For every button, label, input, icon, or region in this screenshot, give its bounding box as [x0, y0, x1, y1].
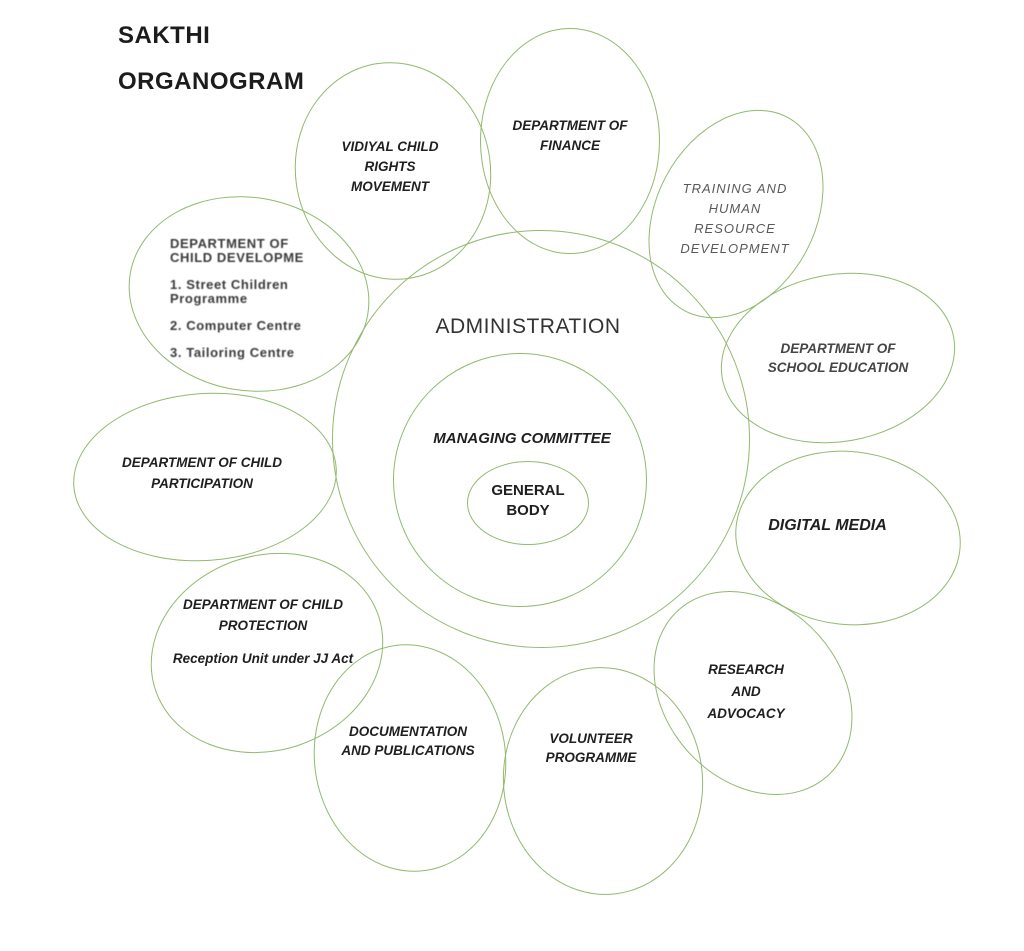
page-title-line2: ORGANOGRAM	[118, 68, 305, 95]
department-of-child-development-label: DEPARTMENT OF CHILD DEVELOPME 1. Street …	[170, 237, 330, 360]
digital-media-label: DIGITAL MEDIA	[768, 517, 887, 534]
department-of-child-protection-subtitle: Reception Unit under JJ Act	[172, 651, 354, 666]
volunteer-programme-label: VOLUNTEER PROGRAMME	[545, 731, 637, 765]
department-of-child-protection-title: DEPARTMENT OF CHILD PROTECTION	[183, 597, 343, 633]
managing-committee-circle	[393, 353, 647, 607]
child-development-item3: 3. Tailoring Centre	[170, 346, 295, 360]
managing-committee-label: MANAGING COMMITTEE	[433, 430, 611, 447]
general-body-circle	[467, 461, 589, 545]
administration-label: ADMINISTRATION	[435, 315, 621, 338]
documentation-and-publications-label: DOCUMENTATION AND PUBLICATIONS	[341, 724, 475, 758]
department-of-school-education-label: DEPARTMENT OF SCHOOL EDUCATION	[767, 341, 909, 375]
child-development-item1-line1: 1. Street Children	[170, 278, 289, 292]
department-of-child-protection-label: DEPARTMENT OF CHILD PROTECTION Reception…	[168, 594, 358, 669]
child-development-item1-line2: Programme	[170, 292, 248, 306]
general-body-label: GENERAL BODY	[491, 482, 565, 519]
department-of-finance-label: DEPARTMENT OF FINANCE	[512, 118, 628, 153]
page-title-line1: SAKTHI	[118, 22, 211, 49]
administration-circle	[332, 230, 750, 648]
child-development-heading-line1: DEPARTMENT OF	[170, 237, 289, 251]
vidiyal-child-rights-movement-label: VIDIYAL CHILD RIGHTS MOVEMENT	[341, 139, 439, 194]
child-development-heading-line2: CHILD DEVELOPME	[170, 251, 304, 265]
research-and-advocacy-label: RESEARCH AND ADVOCACY	[707, 662, 785, 721]
department-of-child-participation-label: DEPARTMENT OF CHILD PARTICIPATION	[122, 455, 282, 491]
child-development-item2: 2. Computer Centre	[170, 319, 302, 333]
training-and-human-resource-development-label: TRAINING AND HUMAN RESOURCE DEVELOPMENT	[680, 181, 790, 256]
